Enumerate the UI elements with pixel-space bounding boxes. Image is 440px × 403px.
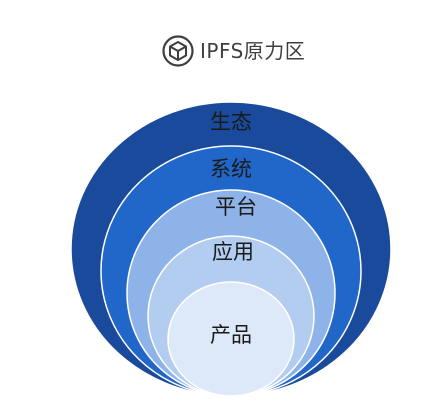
layer-label-application: 应用 (212, 240, 254, 264)
cube-icon (162, 35, 194, 67)
layer-label-platform: 平台 (215, 195, 257, 219)
layer-label-ecosystem: 生态 (210, 110, 252, 134)
layer-label-system: 系统 (210, 157, 252, 181)
layer-label-product: 产品 (210, 323, 252, 347)
logo-text: IPFS原力区 (200, 39, 306, 63)
layer-product-circle (167, 281, 295, 397)
brand-logo: IPFS原力区 (162, 34, 305, 68)
